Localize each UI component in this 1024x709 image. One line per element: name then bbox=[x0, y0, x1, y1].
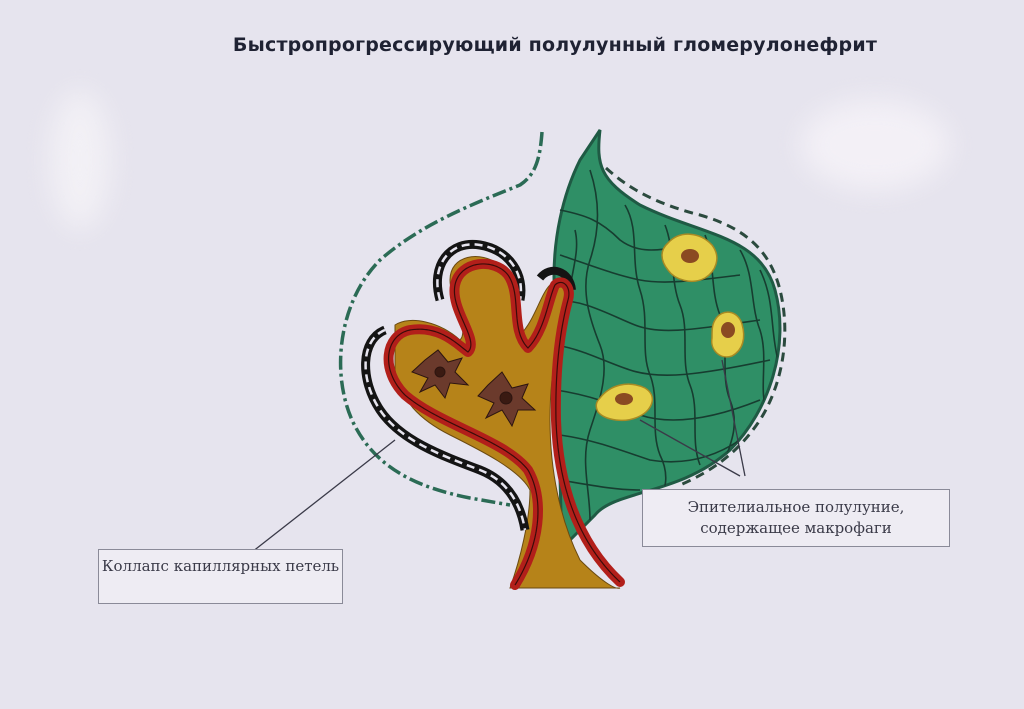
inflammatory-cell bbox=[477, 371, 537, 428]
bowman-capsule bbox=[338, 131, 544, 507]
macrophage bbox=[711, 311, 745, 358]
background-stain bbox=[50, 90, 110, 230]
macrophage bbox=[661, 233, 718, 282]
slide-title: Быстропрогрессирующий полулунный гломеру… bbox=[232, 34, 878, 56]
capillary-collapse-label: Коллапс капиллярных петель bbox=[98, 549, 343, 604]
pointer-line bbox=[251, 439, 396, 553]
inflammatory-cell bbox=[411, 349, 470, 400]
macrophage bbox=[595, 383, 654, 422]
background-stain bbox=[800, 100, 950, 190]
pointer-line bbox=[639, 419, 741, 477]
pointer-line bbox=[721, 359, 746, 477]
epithelial-crescent-label: Эпителиальное полулуние, содержащее макр… bbox=[642, 489, 950, 547]
